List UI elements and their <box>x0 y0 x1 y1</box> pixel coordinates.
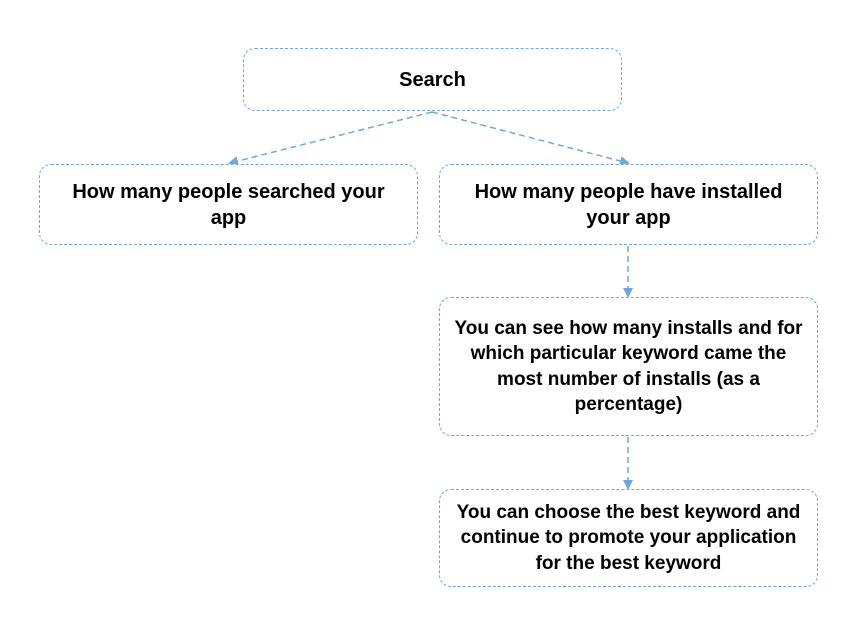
node-people-installed-label: How many people have installed your app <box>474 180 783 229</box>
node-people-installed: How many people have installed your app <box>439 164 818 245</box>
node-search: Search <box>243 48 622 111</box>
node-installs-by-keyword-label: You can see how many installs and for wh… <box>454 317 803 416</box>
edge-search-to-searched <box>228 111 433 166</box>
node-people-searched-label: How many people searched your app <box>72 180 385 229</box>
node-search-label: Search <box>399 68 466 91</box>
node-choose-best-keyword: You can choose the best keyword and cont… <box>439 489 818 587</box>
node-installs-by-keyword: You can see how many installs and for wh… <box>439 297 818 436</box>
node-people-searched: How many people searched your app <box>39 164 418 245</box>
edge-search-to-installed <box>431 111 630 166</box>
node-choose-best-keyword-label: You can choose the best keyword and cont… <box>456 501 801 574</box>
